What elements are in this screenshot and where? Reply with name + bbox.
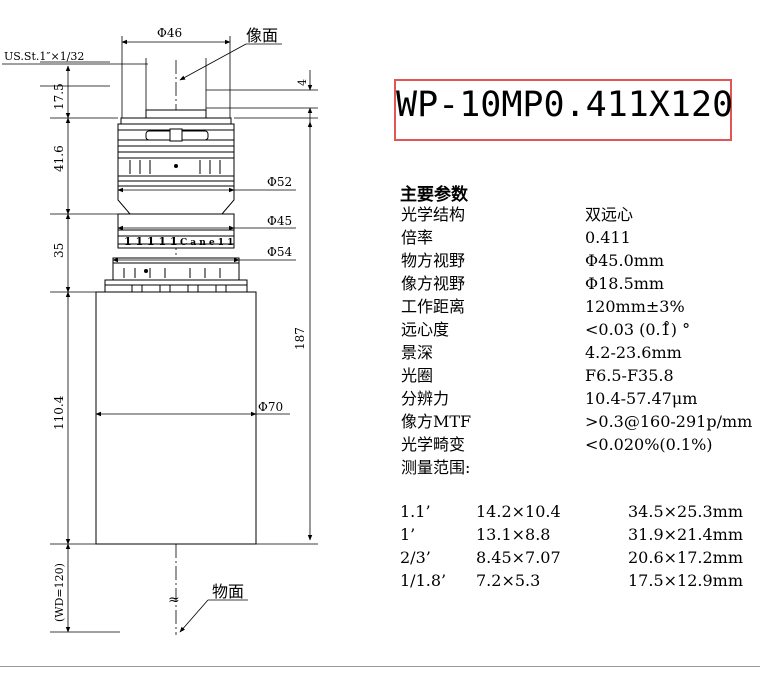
right-dimensions [95, 121, 318, 633]
spec-label: 物方视野 [401, 251, 466, 270]
spec-value: >0.3@160-291p/mm [585, 412, 753, 431]
format-image: 7.2×5.3 [476, 571, 541, 590]
model-box: WP-10MP0.411X120 [394, 79, 734, 141]
spec-label: 光学畸变 [401, 435, 466, 454]
bottom-divider [0, 666, 760, 667]
left-dimensions [40, 61, 120, 633]
top-dimensions [2, 36, 318, 128]
spec-value: Φ18.5mm [585, 274, 665, 293]
ring-details [123, 160, 227, 293]
spec-label: 光学结构 [401, 205, 466, 224]
mount-label: US.St.1″×1/32 [4, 50, 84, 63]
format-sensor: 1.1’ [400, 502, 431, 521]
spec-label: 景深 [401, 343, 434, 362]
format-sensor: 2/3’ [400, 548, 431, 567]
dia-54: Φ54 [267, 245, 292, 259]
format-image: 13.1×8.8 [476, 525, 551, 544]
dim-187: 187 [293, 327, 307, 350]
spec-label: 工作距离 [401, 297, 466, 316]
spec-value: 双远心 [585, 205, 634, 224]
dim-110-4: 110.4 [52, 395, 66, 430]
spec-value: <0.020%(0.1%) [585, 435, 713, 454]
spec-label: 分辨力 [401, 389, 450, 408]
format-image: 8.45×7.07 [476, 548, 561, 567]
spec-value: F6.5-F35.8 [585, 366, 674, 385]
screw-dot [144, 269, 148, 273]
spec-label: 测量范围: [401, 458, 471, 477]
ring-marks-2: C a n e 1 1 [180, 238, 233, 248]
format-object: 17.5×12.9mm [628, 571, 743, 590]
spec-label: 倍率 [401, 228, 434, 247]
spec-label: 像方视野 [401, 274, 466, 293]
dim-17-5: 17.5 [52, 83, 66, 110]
spec-label: 光圈 [401, 366, 434, 385]
format-sensor: 1/1.8’ [400, 571, 447, 590]
spec-value: Φ45.0mm [585, 251, 665, 270]
format-sensor: 1’ [400, 525, 416, 544]
dim-top-dia: Φ46 [157, 26, 182, 40]
spec-value: 10.4-57.47μm [585, 389, 698, 408]
ring-marks: 1 1 1 1 1 [124, 235, 178, 248]
spec-label: 像方MTF [401, 412, 472, 431]
format-object: 31.9×21.4mm [628, 525, 743, 544]
dim-41-6: 41.6 [52, 145, 66, 172]
dia-70: Φ70 [258, 400, 283, 414]
spec-value: <0.03 (0.1̊) ° [585, 320, 691, 339]
spec-value: 0.411 [585, 228, 631, 247]
dim-wd: (WD=120) [53, 563, 66, 622]
dim-4: 4 [296, 79, 309, 86]
model-title: WP-10MP0.411X120 [396, 85, 734, 125]
screw-dot [174, 164, 178, 168]
format-object: 34.5×25.3mm [628, 502, 743, 521]
spec-value: 120mm±3% [585, 297, 685, 316]
spec-value: 4.2-23.6mm [585, 343, 682, 362]
spec-label: 远心度 [401, 320, 450, 339]
format-object: 20.6×17.2mm [628, 548, 743, 567]
lens-body [95, 109, 257, 545]
dia-52: Φ52 [267, 175, 292, 189]
format-image: 14.2×10.4 [476, 502, 561, 521]
dim-35: 35 [52, 243, 66, 258]
object-plane-label: 物面 [212, 582, 244, 601]
image-plane-label: 像面 [246, 26, 278, 45]
spec-title: 主要参数 [400, 185, 468, 205]
break-mark: ≈ [168, 592, 180, 608]
dia-45: Φ45 [267, 214, 292, 228]
